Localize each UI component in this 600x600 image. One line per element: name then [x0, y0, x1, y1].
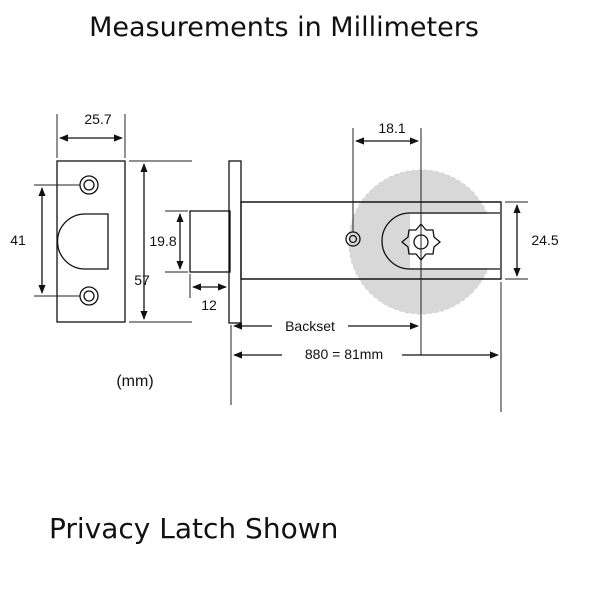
housing-height-label: 24.5: [531, 232, 558, 248]
faceplate-width-label: 25.7: [84, 111, 111, 127]
screw-spacing-label: 41: [10, 232, 26, 248]
top-screw-hole: [79, 175, 99, 195]
diagram-title: Measurements in Millimeters: [89, 12, 479, 43]
bolt-height-label: 19.8: [149, 233, 176, 249]
unit-note: (mm): [116, 373, 153, 390]
bottom-screw-inner: [83, 290, 95, 302]
overall-label-bg: [282, 342, 402, 364]
backset-label: Backset: [285, 318, 335, 334]
latch-bolt: [189, 210, 231, 273]
latch-opening: [56, 213, 109, 270]
faceplate-side: [228, 160, 242, 324]
locking-hole-inner: [348, 234, 358, 244]
overall-length-label: 880 = 81mm: [305, 346, 383, 362]
backset-label-bg: [272, 315, 348, 335]
spindle-offset-label: 18.1: [378, 120, 405, 136]
projection-label: 12: [201, 297, 217, 313]
top-screw-inner: [83, 179, 95, 191]
hub-cam-fill: [410, 214, 499, 268]
hub-cam: [381, 212, 500, 270]
bottom-screw-hole: [79, 286, 99, 306]
footer-caption: Privacy Latch Shown: [49, 512, 339, 545]
faceplate-height-label: 57: [134, 272, 150, 288]
